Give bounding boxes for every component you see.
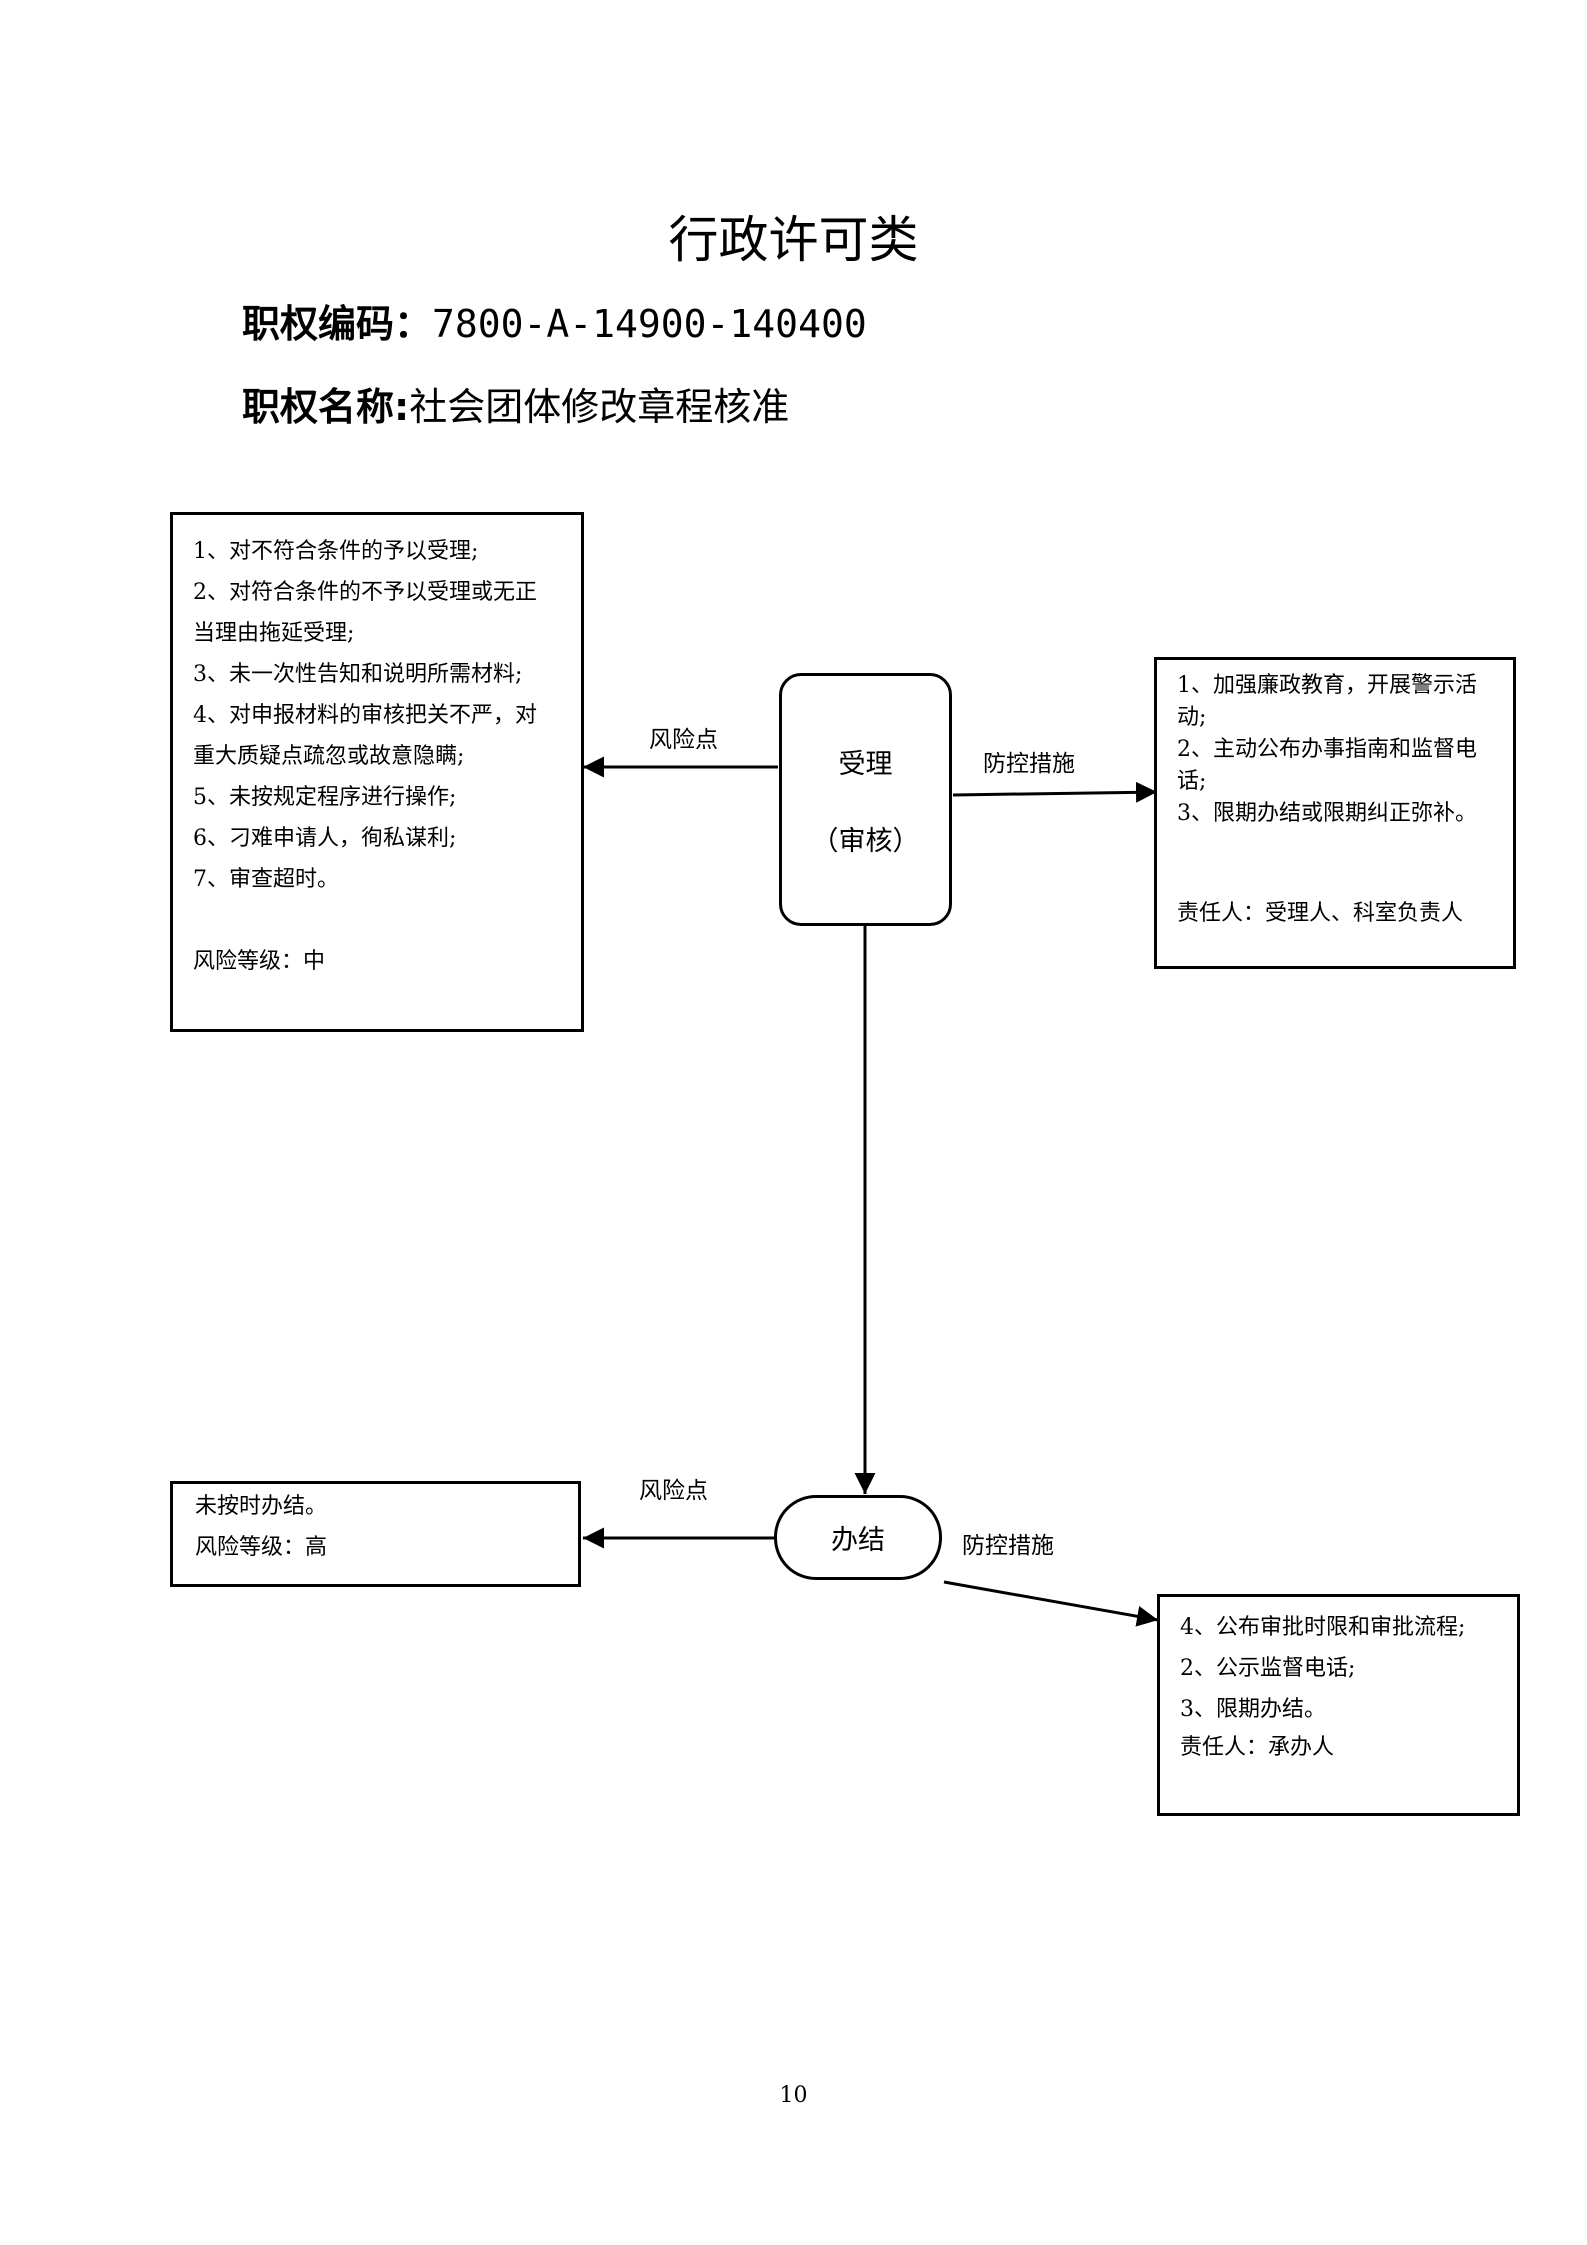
arrow-accept-to-control xyxy=(952,781,1158,803)
risk-box-finish: 未按时办结。 风险等级：高 xyxy=(170,1481,581,1587)
label-control-measures: 防控措施 xyxy=(983,751,1075,777)
node-finish-label: 办结 xyxy=(831,1525,885,1556)
control-item: 话; xyxy=(1177,769,1207,794)
authority-name: 职权名称:社会团体修改章程核准 xyxy=(242,376,789,431)
node-accept-label: 受理 xyxy=(838,748,893,780)
risk-item: 4、对申报材料的审核把关不严，对 xyxy=(193,703,537,728)
node-accept-review: 受理 （审核） xyxy=(779,673,952,926)
label-control-measures: 防控措施 xyxy=(962,1533,1054,1559)
risk-item: 未按时办结。 xyxy=(195,1494,328,1519)
risk-item: 5、未按规定程序进行操作; xyxy=(193,785,457,810)
control-item: 3、限期办结。 xyxy=(1180,1697,1326,1722)
risk-item: 1、对不符合条件的予以受理; xyxy=(193,539,479,564)
control-item: 4、公布审批时限和审批流程; xyxy=(1180,1615,1466,1640)
control-box-finish: 4、公布审批时限和审批流程; 2、公示监督电话; 3、限期办结。 责任人：承办人 xyxy=(1157,1594,1520,1816)
risk-item: 重大质疑点疏忽或故意隐瞒; xyxy=(193,744,465,769)
control-box-accept: 1、加强廉政教育，开展警示活 动; 2、主动公布办事指南和监督电 话; 3、限期… xyxy=(1154,657,1516,969)
page-number: 10 xyxy=(779,2083,808,2108)
page-title: 行政许可类 xyxy=(668,211,919,269)
control-item: 1、加强廉政教育，开展警示活 xyxy=(1177,673,1477,698)
responsible-person: 责任人：承办人 xyxy=(1180,1735,1335,1760)
risk-level: 风险等级：中 xyxy=(193,949,326,974)
risk-item: 2、对符合条件的不予以受理或无正 xyxy=(193,580,537,605)
control-item: 2、公示监督电话; xyxy=(1180,1656,1356,1681)
control-item: 3、限期办结或限期纠正弥补。 xyxy=(1177,801,1477,826)
label-risk-point: 风险点 xyxy=(649,727,718,753)
risk-item: 3、未一次性告知和说明所需材料; xyxy=(193,662,523,687)
risk-level: 风险等级：高 xyxy=(195,1535,328,1560)
risk-box-accept: 1、对不符合条件的予以受理; 2、对符合条件的不予以受理或无正 当理由拖延受理;… xyxy=(170,512,584,1032)
control-item: 2、主动公布办事指南和监督电 xyxy=(1177,737,1477,762)
authority-code-value: 7800-A-14900-140400 xyxy=(432,302,867,346)
node-finish: 办结 xyxy=(774,1495,942,1580)
label-risk-point: 风险点 xyxy=(639,1478,708,1504)
authority-code-label: 职权编码： xyxy=(242,302,433,346)
authority-code: 职权编码：7800-A-14900-140400 xyxy=(242,293,867,348)
authority-name-label: 职权名称: xyxy=(242,385,410,429)
risk-item: 7、审查超时。 xyxy=(193,867,339,892)
control-item: 动; xyxy=(1177,705,1207,730)
responsible-person: 责任人：受理人、科室负责人 xyxy=(1177,901,1464,926)
authority-name-value: 社会团体修改章程核准 xyxy=(409,385,790,429)
risk-item: 6、刁难申请人，徇私谋利; xyxy=(193,826,457,851)
arrow-finish-to-control xyxy=(943,1580,1159,1627)
node-review-label: （审核） xyxy=(811,825,920,857)
risk-item: 当理由拖延受理; xyxy=(193,621,355,646)
